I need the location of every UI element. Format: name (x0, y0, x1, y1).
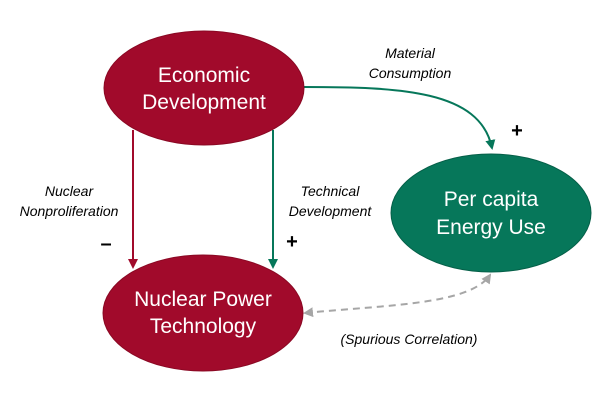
technical-development-label-line1: Technical (301, 183, 361, 199)
nuclear-power-technology-ellipse (102, 254, 304, 372)
material-consumption-arrow (302, 86, 496, 150)
per-capita-energy-use-label-line1: Per capita (444, 188, 539, 211)
economic-development-ellipse (103, 30, 305, 146)
nuclear-nonproliferation-sign: – (100, 233, 111, 255)
material-consumption-label-line2: Consumption (369, 65, 452, 81)
per-capita-energy-use-node: Per capita Energy Use (390, 153, 592, 273)
spurious-correlation-label: (Spurious Correlation) (341, 331, 478, 347)
nuclear-nonproliferation-label-line2: Nonproliferation (20, 203, 119, 219)
technical-development-label-line2: Development (289, 203, 373, 219)
economic-development-node: Economic Development (103, 30, 305, 146)
spurious-correlation-arrow (303, 273, 492, 318)
nuclear-power-technology-node: Nuclear Power Technology (102, 254, 304, 372)
economic-development-label-line1: Economic (158, 64, 250, 87)
nuclear-power-technology-label-line2: Technology (150, 315, 257, 338)
economic-development-label-line2: Development (142, 91, 266, 114)
per-capita-energy-use-label-line2: Energy Use (436, 216, 546, 239)
per-capita-energy-use-ellipse (390, 153, 592, 273)
nuclear-power-technology-label-line1: Nuclear Power (134, 288, 272, 311)
material-consumption-sign: + (511, 120, 523, 142)
nuclear-nonproliferation-label-line1: Nuclear (45, 183, 95, 199)
material-consumption-label-line1: Material (385, 45, 436, 61)
technical-development-sign: + (286, 231, 298, 253)
